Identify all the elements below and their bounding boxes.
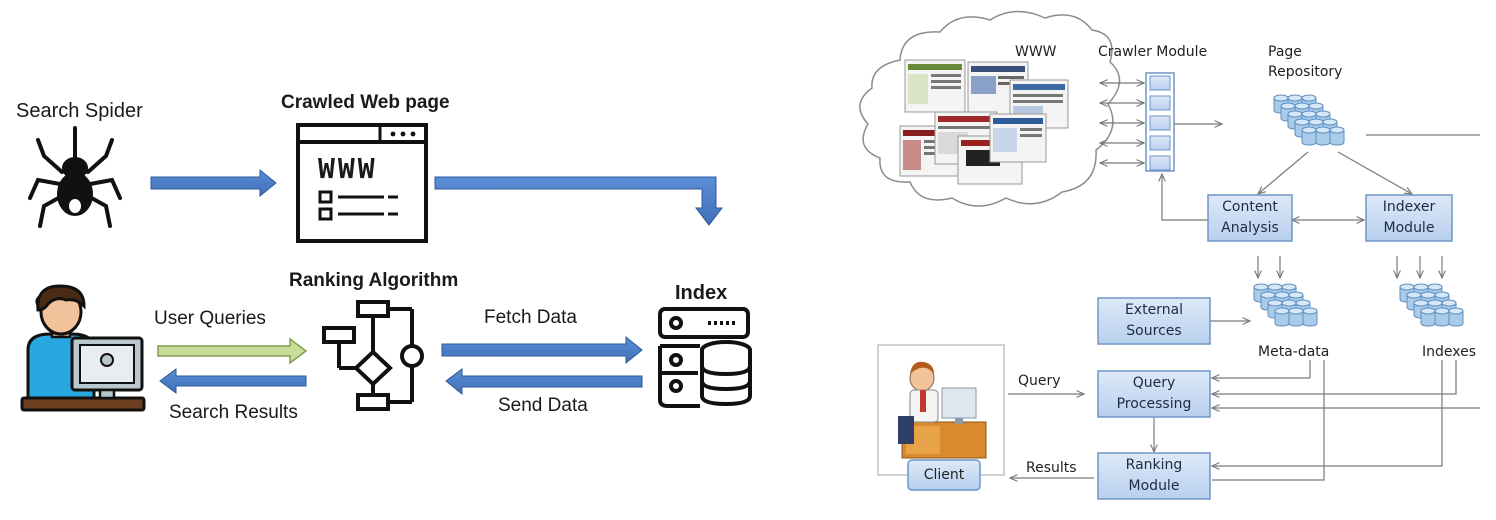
ranking-algorithm-title: Ranking Algorithm [289,270,459,291]
crawler-module-label: Crawler Module [1098,44,1208,60]
indexer-module-line2: Module [1383,220,1435,236]
page-repository-label-line2: Repository [1268,64,1343,80]
indexer-module-line1: Indexer [1382,199,1436,215]
arrow-user-queries [157,337,308,365]
search-results-label: Search Results [169,402,298,423]
right-diagram-graphics [859,10,1480,500]
search-spider-label: Search Spider [16,100,143,122]
ranking-module-box [1097,452,1211,500]
crawler-module-stack [1145,72,1175,172]
client-box [907,459,981,491]
client-label: Client [923,467,965,483]
external-sources-label: External Sources [1098,300,1210,342]
web-page-thumbnails [899,59,1069,185]
user-queries-label: User Queries [154,308,266,329]
arrow-send-data [445,368,643,396]
fetch-data-label: Fetch Data [484,307,577,328]
query-processing-line2: Processing [1116,396,1192,412]
indexer-module-label: Indexer Module [1366,197,1452,239]
meta-data-database [1253,283,1318,327]
content-analysis-box [1207,194,1293,242]
crawl-arrows [1100,83,1222,163]
query-processing-line1: Query [1132,375,1176,391]
external-sources-line1: External [1124,302,1184,318]
index-title: Index [675,282,728,304]
meta-data-label: Meta-data [1258,344,1330,360]
spider-icon [28,126,122,228]
page-repository-label-line1: Page [1268,44,1302,60]
query-label: Query [1018,373,1061,389]
indexes-label: Indexes [1422,344,1477,360]
user-at-computer-icon [20,284,146,412]
content-analysis-label: Content Analysis [1208,197,1292,239]
arrow-search-results [159,368,307,394]
external-sources-line2: Sources [1126,323,1182,339]
results-label: Results [1026,460,1077,476]
arrow-fetch-data [441,335,643,365]
ranking-module-line1: Ranking [1125,457,1183,473]
repository-links [1008,134,1480,480]
flowchart-algorithm-icon [322,300,424,411]
ranking-module-line2: Module [1128,478,1180,494]
send-data-label: Send Data [498,395,588,416]
indexes-database [1399,283,1464,327]
query-processing-label: Query Processing [1098,373,1210,415]
database-server-icon [658,307,752,408]
arrow-webpage-to-index [434,176,724,226]
arrow-spider-to-webpage [150,168,277,198]
left-diagram-graphics [20,123,752,412]
search-engine-architecture-diagram: WWW Crawler Module Page Repository Conte… [840,0,1496,520]
indexer-module-box [1365,194,1453,242]
search-engine-overview-diagram: Search Spider Crawled Web page WWW Ranki… [16,92,752,423]
query-processing-box [1097,370,1211,418]
client-person-icon [898,361,987,459]
www-label: WWW [1015,44,1057,60]
www-text: WWW [318,152,378,185]
content-analysis-line1: Content [1222,199,1278,215]
browser-window-icon [296,123,428,243]
content-analysis-line2: Analysis [1221,220,1279,236]
crawled-web-page-title: Crawled Web page [281,92,450,113]
page-repository-database [1273,94,1345,146]
external-sources-box [1097,297,1211,345]
ranking-module-label: Ranking Module [1098,455,1210,497]
